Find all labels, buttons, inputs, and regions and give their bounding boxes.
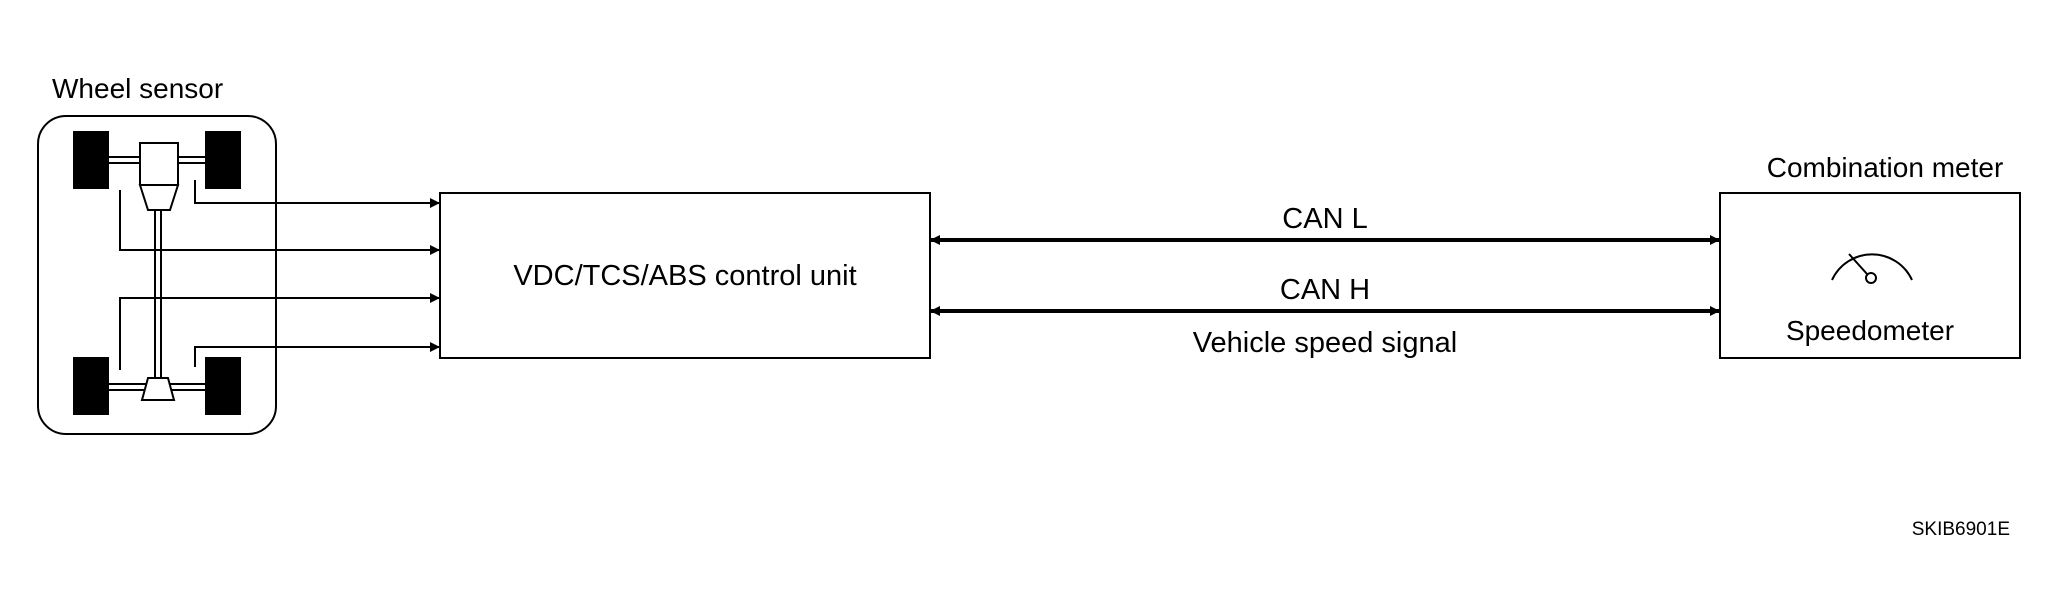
rear-left-sensor-line: [119, 293, 440, 370]
can-h-label: CAN H: [1280, 274, 1370, 306]
front-left-sensor-line: [119, 190, 440, 255]
wheel-rear-right-icon: [205, 357, 241, 415]
combination-meter: Combination meter Speedometer: [1719, 152, 2021, 359]
engine-icon: [139, 142, 179, 186]
control-unit: VDC/TCS/ABS control unit: [439, 192, 931, 359]
control-unit-box: [439, 192, 931, 359]
vehicle-speed-signal-label: Vehicle speed signal: [1193, 327, 1457, 359]
wheel-sensor-frame: [37, 115, 277, 435]
can-bus: CAN L CAN H Vehicle speed signal: [930, 203, 1720, 359]
wheel-front-right-icon: [205, 131, 241, 189]
figure-code: SKIB6901E: [1912, 519, 2010, 540]
control-unit-label: VDC/TCS/ABS control unit: [513, 260, 856, 292]
wheel-front-left-icon: [73, 131, 109, 189]
combination-meter-label: Combination meter: [1767, 152, 2004, 183]
differential-icon: [140, 377, 176, 401]
vehicle-chassis-icon: [73, 131, 241, 415]
transmission-icon: [138, 184, 180, 211]
wheel-sensor: Wheel sensor: [37, 73, 277, 435]
can-l-label: CAN L: [1282, 203, 1367, 235]
wheel-rear-left-icon: [73, 357, 109, 415]
wheel-sensor-label: Wheel sensor: [52, 73, 223, 104]
rear-right-sensor-line: [194, 342, 440, 367]
front-right-sensor-line: [194, 180, 440, 208]
speedometer-gauge-icon: [1831, 253, 1913, 284]
speedometer-label: Speedometer: [1786, 315, 1954, 346]
wheel-sensor-signal-lines: [119, 180, 440, 370]
